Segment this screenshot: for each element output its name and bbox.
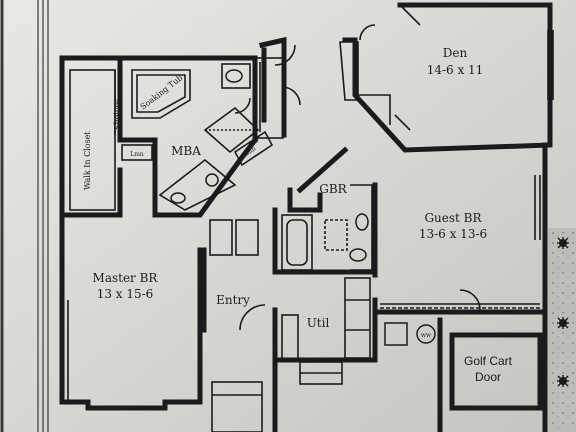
guest-br-label: Guest BR (424, 211, 482, 225)
sink-icon (170, 173, 367, 262)
water-heater-icon (384, 322, 436, 346)
toilet-icon (225, 69, 369, 231)
door-swing-icon (281, 86, 301, 106)
master-br-size: 13 x 15-6 (97, 287, 154, 301)
door-swing-icon (274, 44, 296, 66)
left-edge-lines (0, 0, 49, 432)
plant-icon-rays (557, 237, 569, 387)
den-label: Den (443, 46, 468, 60)
walk-in-closet-label: Walk In Closet (83, 131, 92, 190)
shelves-label: Shelves (113, 99, 122, 130)
golf-cart-door-label: Door (475, 370, 501, 384)
door-swing-icon (239, 304, 266, 331)
water-heater-label: ww (421, 332, 432, 339)
exterior-planter-strip (548, 228, 576, 432)
entry-label: Entry (216, 293, 250, 307)
walls (59, 2, 553, 432)
guest-br-size: 13-6 x 13-6 (419, 227, 487, 241)
door-swing-icon (459, 289, 481, 311)
linen-label-1: Lmn (130, 151, 144, 158)
master-br-label: Master BR (93, 271, 159, 285)
util-label: Util (307, 316, 330, 330)
den-size: 14-6 x 11 (427, 63, 484, 77)
gbr-label: GBR (319, 182, 347, 196)
thin-lines (67, 4, 554, 432)
door-swing-icon (234, 97, 251, 114)
door-swing-icon (359, 24, 376, 41)
golf-cart-label: Golf Cart (464, 354, 513, 368)
mba-label: MBA (171, 144, 201, 158)
